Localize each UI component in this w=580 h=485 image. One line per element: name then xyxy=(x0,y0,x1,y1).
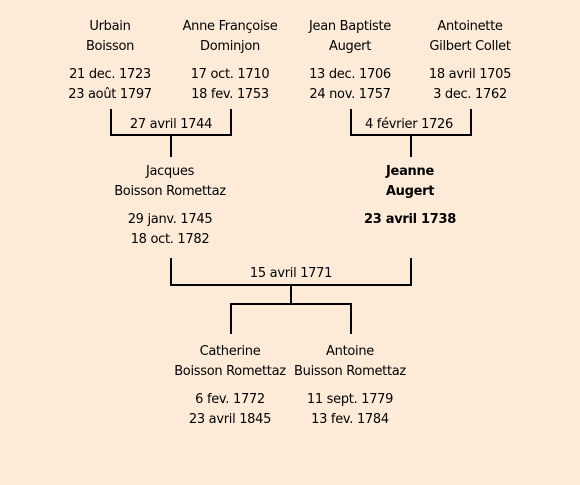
person-first-name: Jean Baptiste xyxy=(309,19,391,34)
person-first-name: Catherine xyxy=(199,344,261,359)
person-first-name: Jacques xyxy=(145,164,195,179)
person-first-name: Antoine xyxy=(326,344,374,359)
person-jeanne-augert: Jeanne Augert 23 avril 1738 xyxy=(340,162,480,230)
person-birth-date: 6 fev. 1772 xyxy=(195,392,265,407)
person-death-date: 23 août 1797 xyxy=(68,87,152,102)
person-urbain-boisson: Urbain Boisson 21 dec. 1723 23 août 1797 xyxy=(40,17,180,105)
person-antoinette-gilbert-collet: Antoinette Gilbert Collet 18 avril 1705 … xyxy=(400,17,540,105)
person-first-name: Urbain xyxy=(89,19,131,34)
person-birth-date: 11 sept. 1779 xyxy=(306,392,394,407)
marriage-date-jacques-jeanne: 15 avril 1771 xyxy=(249,266,333,281)
person-death-date: 24 nov. 1757 xyxy=(309,87,391,102)
person-last-name: Augert xyxy=(328,39,372,54)
person-jacques-boisson-romettaz: Jacques Boisson Romettaz 29 janv. 1745 1… xyxy=(100,162,240,250)
person-last-name: Augert xyxy=(385,184,435,199)
marriage-date-urbain-anne: 27 avril 1744 xyxy=(129,117,213,132)
person-death-date: 13 fev. 1784 xyxy=(311,412,389,427)
person-death-date: 23 avril 1845 xyxy=(188,412,272,427)
person-first-name: Antoinette xyxy=(437,19,503,34)
person-first-name: Anne Françoise xyxy=(182,19,278,34)
person-antoine-buisson-romettaz: Antoine Buisson Romettaz 11 sept. 1779 1… xyxy=(280,342,420,430)
person-birth-date: 23 avril 1738 xyxy=(364,212,456,227)
person-birth-date: 29 janv. 1745 xyxy=(127,212,213,227)
person-last-name: Boisson xyxy=(85,39,135,54)
person-last-name: Boisson Romettaz xyxy=(174,364,286,379)
person-last-name: Boisson Romettaz xyxy=(114,184,226,199)
person-death-date: 3 dec. 1762 xyxy=(433,87,507,102)
person-last-name: Buisson Romettaz xyxy=(294,364,406,379)
person-death-date: 18 oct. 1782 xyxy=(130,232,210,247)
person-birth-date: 13 dec. 1706 xyxy=(309,67,391,82)
person-last-name: Gilbert Collet xyxy=(429,39,511,54)
person-last-name: Dominjon xyxy=(200,39,260,54)
person-jean-baptiste-augert: Jean Baptiste Augert 13 dec. 1706 24 nov… xyxy=(280,17,420,105)
person-birth-date: 18 avril 1705 xyxy=(428,67,512,82)
person-anne-francoise-dominjon: Anne Françoise Dominjon 17 oct. 1710 18 … xyxy=(160,17,300,105)
person-death-date: 18 fev. 1753 xyxy=(191,87,269,102)
person-first-name: Jeanne xyxy=(386,164,434,179)
person-birth-date: 17 oct. 1710 xyxy=(190,67,270,82)
person-birth-date: 21 dec. 1723 xyxy=(69,67,151,82)
marriage-date-jeanbaptiste-antoinette: 4 février 1726 xyxy=(365,117,453,132)
person-catherine-boisson-romettaz: Catherine Boisson Romettaz 6 fev. 1772 2… xyxy=(160,342,300,430)
